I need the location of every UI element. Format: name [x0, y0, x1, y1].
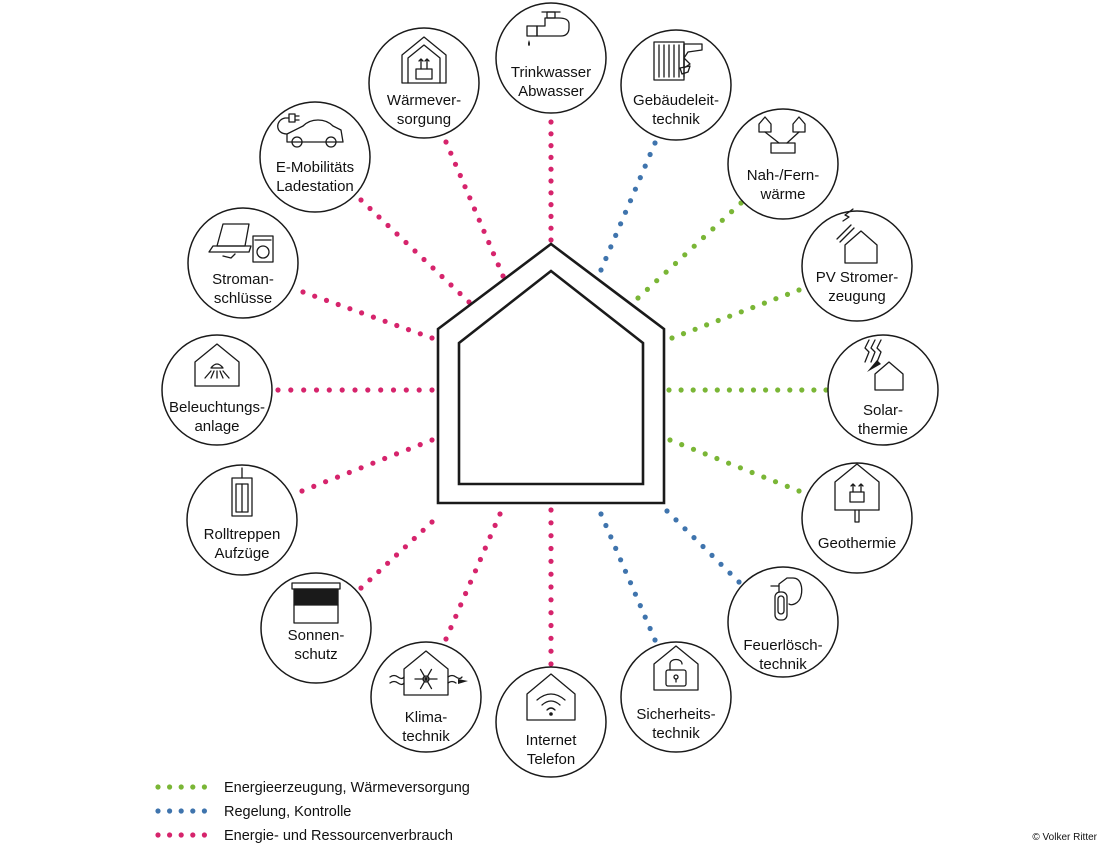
- node-label: thermie: [858, 421, 908, 438]
- node-label: Wärmever-: [387, 92, 461, 109]
- node-label: Rolltreppen: [204, 526, 281, 543]
- node-stromanschluesse: Stroman-schlüsse: [187, 207, 299, 319]
- legend-label: Energieerzeugung, Wärmeversorgung: [224, 780, 470, 796]
- faucet-icon: [526, 11, 570, 46]
- snowflake-icon: [389, 650, 468, 696]
- connector-sicherheitstechnik: [598, 511, 658, 643]
- solar-pv-icon: [836, 208, 878, 264]
- legend-swatch: [155, 784, 207, 790]
- connector-pv: [669, 287, 802, 341]
- laptop-washer-icon: [208, 223, 274, 263]
- lamp-icon: [194, 343, 240, 387]
- node-label: Feuerlösch-: [743, 637, 822, 654]
- legend-swatch: [155, 832, 207, 838]
- legend-label: Energie- und Ressourcenverbrauch: [224, 828, 453, 844]
- fire-extinguisher-icon: [770, 577, 803, 621]
- node-label: zeugung: [828, 288, 886, 305]
- central-house: [436, 242, 666, 505]
- blind-icon: [291, 582, 341, 624]
- node-klimatechnik: Klima-technik: [370, 641, 482, 753]
- node-sonnenschutz: Sonnen-schutz: [260, 572, 372, 684]
- connector-layer: [275, 119, 829, 667]
- connector-gebaeudeleittechnik: [598, 140, 658, 273]
- node-label: E-Mobilitäts: [276, 159, 354, 176]
- node-geothermie: Geothermie: [801, 462, 913, 574]
- geothermal-icon: [834, 463, 880, 523]
- node-label: technik: [402, 728, 450, 745]
- legend-item-consumption: Energie- und Ressourcenverbrauch: [155, 828, 453, 844]
- connector-rolltreppen: [299, 437, 435, 494]
- node-pv: PV Stromer-zeugung: [801, 208, 913, 322]
- node-label: Sonnen-: [288, 627, 345, 644]
- node-label: Internet: [526, 732, 578, 749]
- node-label: Beleuchtungs-: [169, 399, 265, 416]
- node-label: schlüsse: [214, 290, 272, 307]
- node-nahfernwaerme: Nah-/Fern-wärme: [727, 108, 839, 220]
- node-label: anlage: [194, 418, 239, 435]
- connector-waermeversorgung: [443, 139, 506, 279]
- connector-feuerloeschtechnik: [664, 508, 742, 585]
- node-feuerloeschtechnik: Feuerlösch-technik: [727, 566, 839, 678]
- electric-car-icon: [277, 113, 344, 148]
- node-label: Abwasser: [518, 83, 584, 100]
- wifi-icon: [526, 673, 576, 721]
- connector-nahfernwaerme: [635, 200, 744, 301]
- node-label: Stroman-: [212, 271, 274, 288]
- district-heating-icon: [758, 116, 806, 154]
- node-solarthermie: Solar-thermie: [827, 334, 939, 446]
- connector-trinkwasser: [548, 119, 554, 243]
- node-label: Klima-: [405, 709, 448, 726]
- node-label: Aufzüge: [214, 545, 269, 562]
- node-label: technik: [759, 656, 807, 673]
- node-label: Geothermie: [818, 535, 896, 552]
- node-label: technik: [652, 725, 700, 742]
- padlock-icon: [653, 645, 699, 691]
- connector-beleuchtung: [275, 387, 435, 393]
- node-label: wärme: [759, 186, 805, 203]
- elevator-icon: [231, 467, 253, 517]
- connector-internet: [548, 507, 554, 667]
- legend-item-energy: Energieerzeugung, Wärmeversorgung: [155, 780, 470, 796]
- node-layer: TrinkwasserAbwasserGebäudeleit-technikNa…: [161, 2, 939, 778]
- node-label: Gebäudeleit-: [633, 92, 719, 109]
- node-gebaeudeleittechnik: Gebäudeleit-technik: [620, 29, 732, 141]
- node-label: Nah-/Fern-: [747, 167, 820, 184]
- control-panel-icon: [653, 41, 703, 81]
- node-label: Trinkwasser: [511, 64, 591, 81]
- node-sicherheitstechnik: Sicherheits-technik: [620, 641, 732, 753]
- node-label: Solar-: [863, 402, 903, 419]
- legend-swatch: [155, 808, 207, 814]
- node-label: schutz: [294, 646, 337, 663]
- node-label: technik: [652, 111, 700, 128]
- connector-klimatechnik: [443, 511, 503, 642]
- legend-item-control: Regelung, Kontrolle: [155, 804, 351, 820]
- heating-house-icon: [401, 36, 447, 84]
- legend: Energieerzeugung, WärmeversorgungRegelun…: [155, 780, 470, 844]
- node-label: Ladestation: [276, 178, 354, 195]
- node-beleuchtung: Beleuchtungs-anlage: [161, 334, 273, 446]
- solar-thermal-icon: [864, 339, 904, 391]
- node-waermeversorgung: Wärmever-sorgung: [368, 27, 480, 139]
- connector-solarthermie: [666, 387, 829, 393]
- connector-stromanschluesse: [300, 289, 435, 341]
- node-label: sorgung: [397, 111, 451, 128]
- node-label: PV Stromer-: [816, 269, 899, 286]
- legend-label: Regelung, Kontrolle: [224, 804, 351, 820]
- node-label: Telefon: [527, 751, 575, 768]
- node-label: Sicherheits-: [636, 706, 715, 723]
- connector-sonnenschutz: [358, 519, 435, 591]
- connector-emobilitaet: [358, 197, 472, 305]
- connector-geothermie: [667, 437, 802, 494]
- copyright: © Volker Ritter: [1032, 832, 1097, 843]
